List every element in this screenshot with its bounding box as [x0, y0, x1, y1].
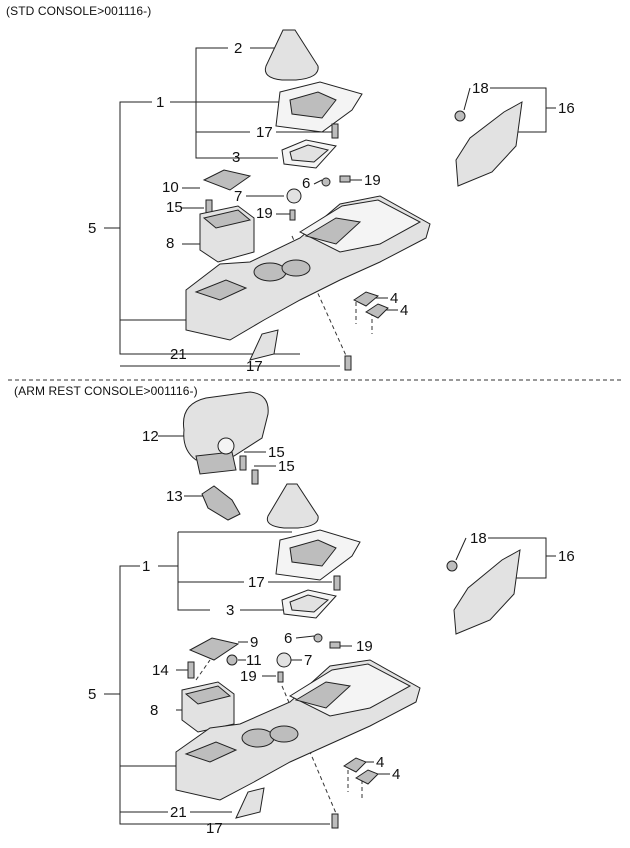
std-callout-5: 5: [88, 220, 96, 237]
arm-callout-16: 16: [558, 548, 575, 565]
armrest-lid-part: [182, 391, 269, 461]
std-callout-17b: 17: [246, 358, 263, 375]
arm-callout-13: 13: [166, 488, 183, 505]
arm-callout-17b: 17: [206, 820, 223, 837]
arm-callout-19a: 19: [240, 668, 257, 685]
arm-callout-1: 1: [142, 558, 150, 575]
arm-callout-6: 6: [284, 630, 292, 647]
arm-callout-14: 14: [152, 662, 169, 679]
std-callout-6: 6: [302, 175, 310, 192]
arm-callout-15b: 15: [278, 458, 295, 475]
arm-callout-19b: 19: [356, 638, 373, 655]
std-callout-2: 2: [234, 40, 242, 57]
arm-bracket-5: [119, 565, 330, 825]
armrest-hinge-part: [201, 485, 241, 521]
arm-callout-3: 3: [226, 602, 234, 619]
arm-callout-11: 11: [246, 652, 262, 669]
std-callout-3: 3: [232, 149, 240, 166]
std-callout-17a: 17: [256, 124, 273, 141]
arm-side-cover-part: [235, 787, 265, 819]
clip-4-part: [353, 291, 380, 307]
arm-callout-8: 8: [150, 702, 158, 719]
arm-tray-mat-part: [188, 637, 240, 661]
arm-callout-15a: 15: [268, 444, 285, 461]
std-callout-8: 8: [166, 235, 174, 252]
bolt-18-part: [454, 110, 466, 122]
arm-callout-7: 7: [304, 652, 312, 669]
arm-callout-4b: 4: [392, 766, 400, 783]
arm-callout-5: 5: [88, 686, 96, 703]
arm-callout-4a: 4: [376, 754, 384, 771]
std-callout-16: 16: [558, 100, 575, 117]
std-callout-7: 7: [234, 188, 242, 205]
screw-15a-part: [239, 455, 247, 471]
std-callout-19a: 19: [256, 205, 273, 222]
shift-boot-part: [264, 29, 319, 81]
plug-11-part: [226, 654, 238, 666]
std-callout-4a: 4: [390, 290, 398, 307]
arm-bolt-18-part: [446, 560, 458, 572]
plug-7-part: [286, 188, 302, 204]
std-console-header: (STD CONSOLE>001116-): [6, 4, 152, 18]
arm-rest-console-group: 12 15 15 13 1 17 3 9 11 14 19 7 6 19 5 8…: [88, 391, 575, 837]
tray-mat-part: [202, 169, 252, 191]
std-callout-1: 1: [156, 94, 164, 111]
arm-callout-18: 18: [470, 530, 487, 547]
arm-callout-21: 21: [170, 804, 187, 821]
std-callout-4b: 4: [400, 302, 408, 319]
arm-plug-6-part: [313, 633, 323, 643]
std-console-group: 2 1 17 3 10 15 5 8 7 19 6 19 4 4 21 17 1…: [88, 29, 575, 375]
arm-plug-7-part: [276, 652, 292, 668]
std-callout-19b: 19: [364, 172, 381, 189]
plug-6-part: [321, 177, 331, 187]
bracket-16-part: [455, 101, 523, 187]
screw-15b-part: [251, 469, 259, 485]
side-cover-part: [249, 329, 279, 361]
arm-callout-12: 12: [142, 428, 159, 445]
std-callout-15: 15: [166, 199, 183, 216]
screw-14-part: [187, 661, 195, 679]
std-callout-10: 10: [162, 179, 179, 196]
arm-clip-4-part: [343, 757, 367, 773]
arm-shift-boot-part: [266, 483, 319, 529]
arm-bracket-16-part: [453, 549, 521, 635]
arm-rest-console-header: (ARM REST CONSOLE>001116-): [14, 384, 198, 398]
arm-callout-17a: 17: [248, 574, 265, 591]
std-callout-21: 21: [170, 346, 187, 363]
arm-callout-9: 9: [250, 634, 258, 651]
screw-19-part: [339, 175, 351, 183]
std-callout-18: 18: [472, 80, 489, 97]
